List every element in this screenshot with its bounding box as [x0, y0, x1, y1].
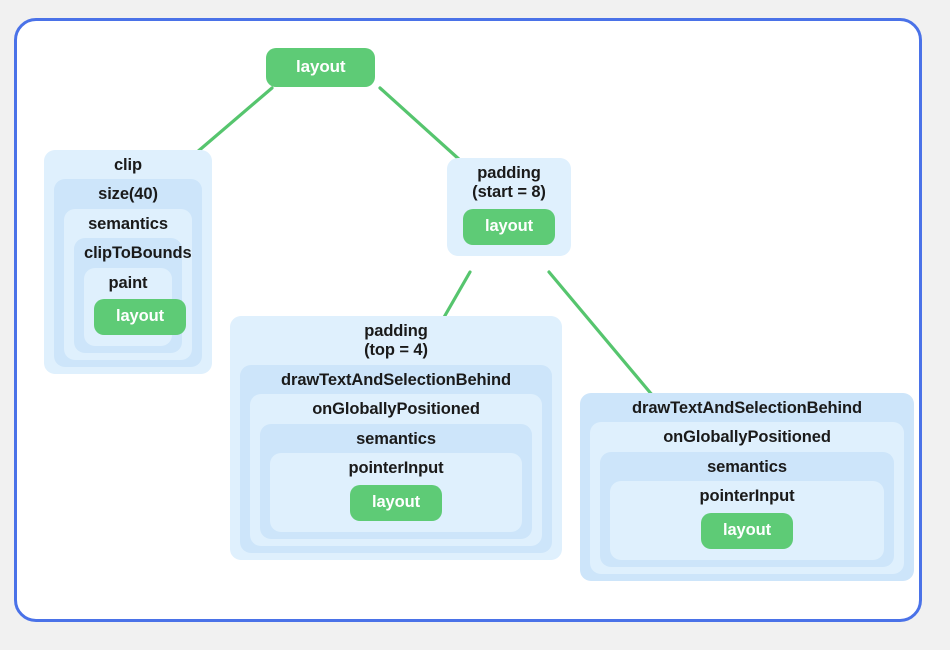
leaf-wrap-mid: layout	[280, 483, 512, 525]
leaf-wrap-padding-start: layout	[457, 207, 561, 249]
box-semantics-right[interactable]: semantics pointerInput layout	[600, 451, 894, 567]
node-clip-tree[interactable]: clip size(40) semantics clipToBounds pai…	[44, 150, 212, 375]
box-label-semantics: semantics	[88, 214, 168, 233]
box-pointerinput-right[interactable]: pointerInput layout	[610, 481, 884, 560]
box-label-pointerinput-mid: pointerInput	[348, 459, 444, 478]
box-ongloballypositioned-mid[interactable]: onGloballyPositioned semantics pointerIn…	[250, 394, 542, 546]
box-label-drawtext-right: drawTextAndSelectionBehind	[632, 399, 862, 417]
leaf-layout-root[interactable]: layout	[266, 48, 376, 87]
box-padding-start[interactable]: padding (start = 8) layout	[447, 158, 571, 256]
leaf-layout-clip[interactable]: layout	[94, 299, 186, 336]
box-label-cliptobounds: clipToBounds	[84, 244, 192, 263]
box-ongloballypositioned-right[interactable]: onGloballyPositioned semantics pointerIn…	[590, 422, 904, 574]
box-paint[interactable]: paint layout	[84, 267, 186, 347]
box-label-drawtext-mid: drawTextAndSelectionBehind	[281, 370, 511, 389]
box-drawtextandselectionbehind-mid[interactable]: drawTextAndSelectionBehind onGloballyPos…	[240, 364, 552, 553]
box-clip[interactable]: clip size(40) semantics clipToBounds pai…	[44, 150, 212, 375]
box-label-ongloballypositioned-right: onGloballyPositioned	[663, 428, 831, 447]
box-label-ongloballypositioned-mid: onGloballyPositioned	[312, 400, 480, 419]
box-label-padding-top: padding (top = 4)	[364, 322, 428, 360]
box-label-size40: size(40)	[98, 185, 158, 204]
box-padding-top[interactable]: padding (top = 4) drawTextAndSelectionBe…	[230, 316, 562, 560]
box-label-padding-start: padding (start = 8)	[472, 164, 546, 202]
node-draw-right[interactable]: drawTextAndSelectionBehind onGloballyPos…	[580, 393, 914, 581]
box-pointerinput-mid[interactable]: pointerInput layout	[270, 453, 522, 532]
box-label-semantics-mid: semantics	[356, 429, 436, 448]
leaf-wrap-clip: layout	[94, 297, 186, 339]
box-label-semantics-right: semantics	[707, 457, 787, 476]
leaf-layout-padding-start[interactable]: layout	[463, 208, 555, 245]
box-label-paint: paint	[108, 273, 148, 292]
node-padding-top[interactable]: padding (top = 4) drawTextAndSelectionBe…	[230, 316, 562, 560]
node-padding-start[interactable]: padding (start = 8) layout	[447, 158, 571, 256]
box-cliptobounds[interactable]: clipToBounds paint layout	[74, 238, 192, 354]
box-label-clip: clip	[113, 156, 143, 174]
box-size40[interactable]: size(40) semantics clipToBounds paint la…	[54, 179, 202, 368]
leaf-layout-mid[interactable]: layout	[350, 484, 442, 521]
box-drawtextandselectionbehind-right[interactable]: drawTextAndSelectionBehind onGloballyPos…	[580, 393, 914, 581]
leaf-layout-right[interactable]: layout	[701, 512, 793, 549]
box-semantics-mid[interactable]: semantics pointerInput layout	[260, 423, 532, 539]
node-root-layout[interactable]: layout	[266, 46, 376, 91]
box-label-pointerinput-right: pointerInput	[699, 487, 795, 506]
box-semantics[interactable]: semantics clipToBounds paint layout	[64, 208, 192, 361]
leaf-wrap-right: layout	[620, 511, 874, 553]
